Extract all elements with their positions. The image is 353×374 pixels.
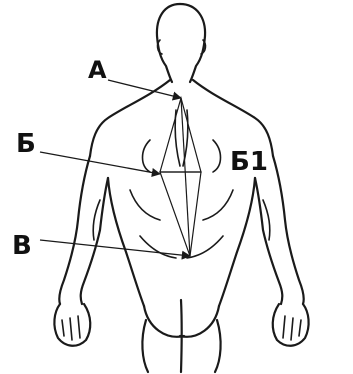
label-v: В: [12, 231, 32, 261]
pointer-v: [40, 240, 190, 256]
label-pointers: [40, 80, 190, 256]
measurement-triangle: [160, 98, 201, 256]
pointer-a: [108, 80, 181, 98]
label-a: А: [88, 56, 107, 84]
label-b1: Б1: [230, 147, 268, 177]
label-b: Б: [16, 129, 36, 159]
